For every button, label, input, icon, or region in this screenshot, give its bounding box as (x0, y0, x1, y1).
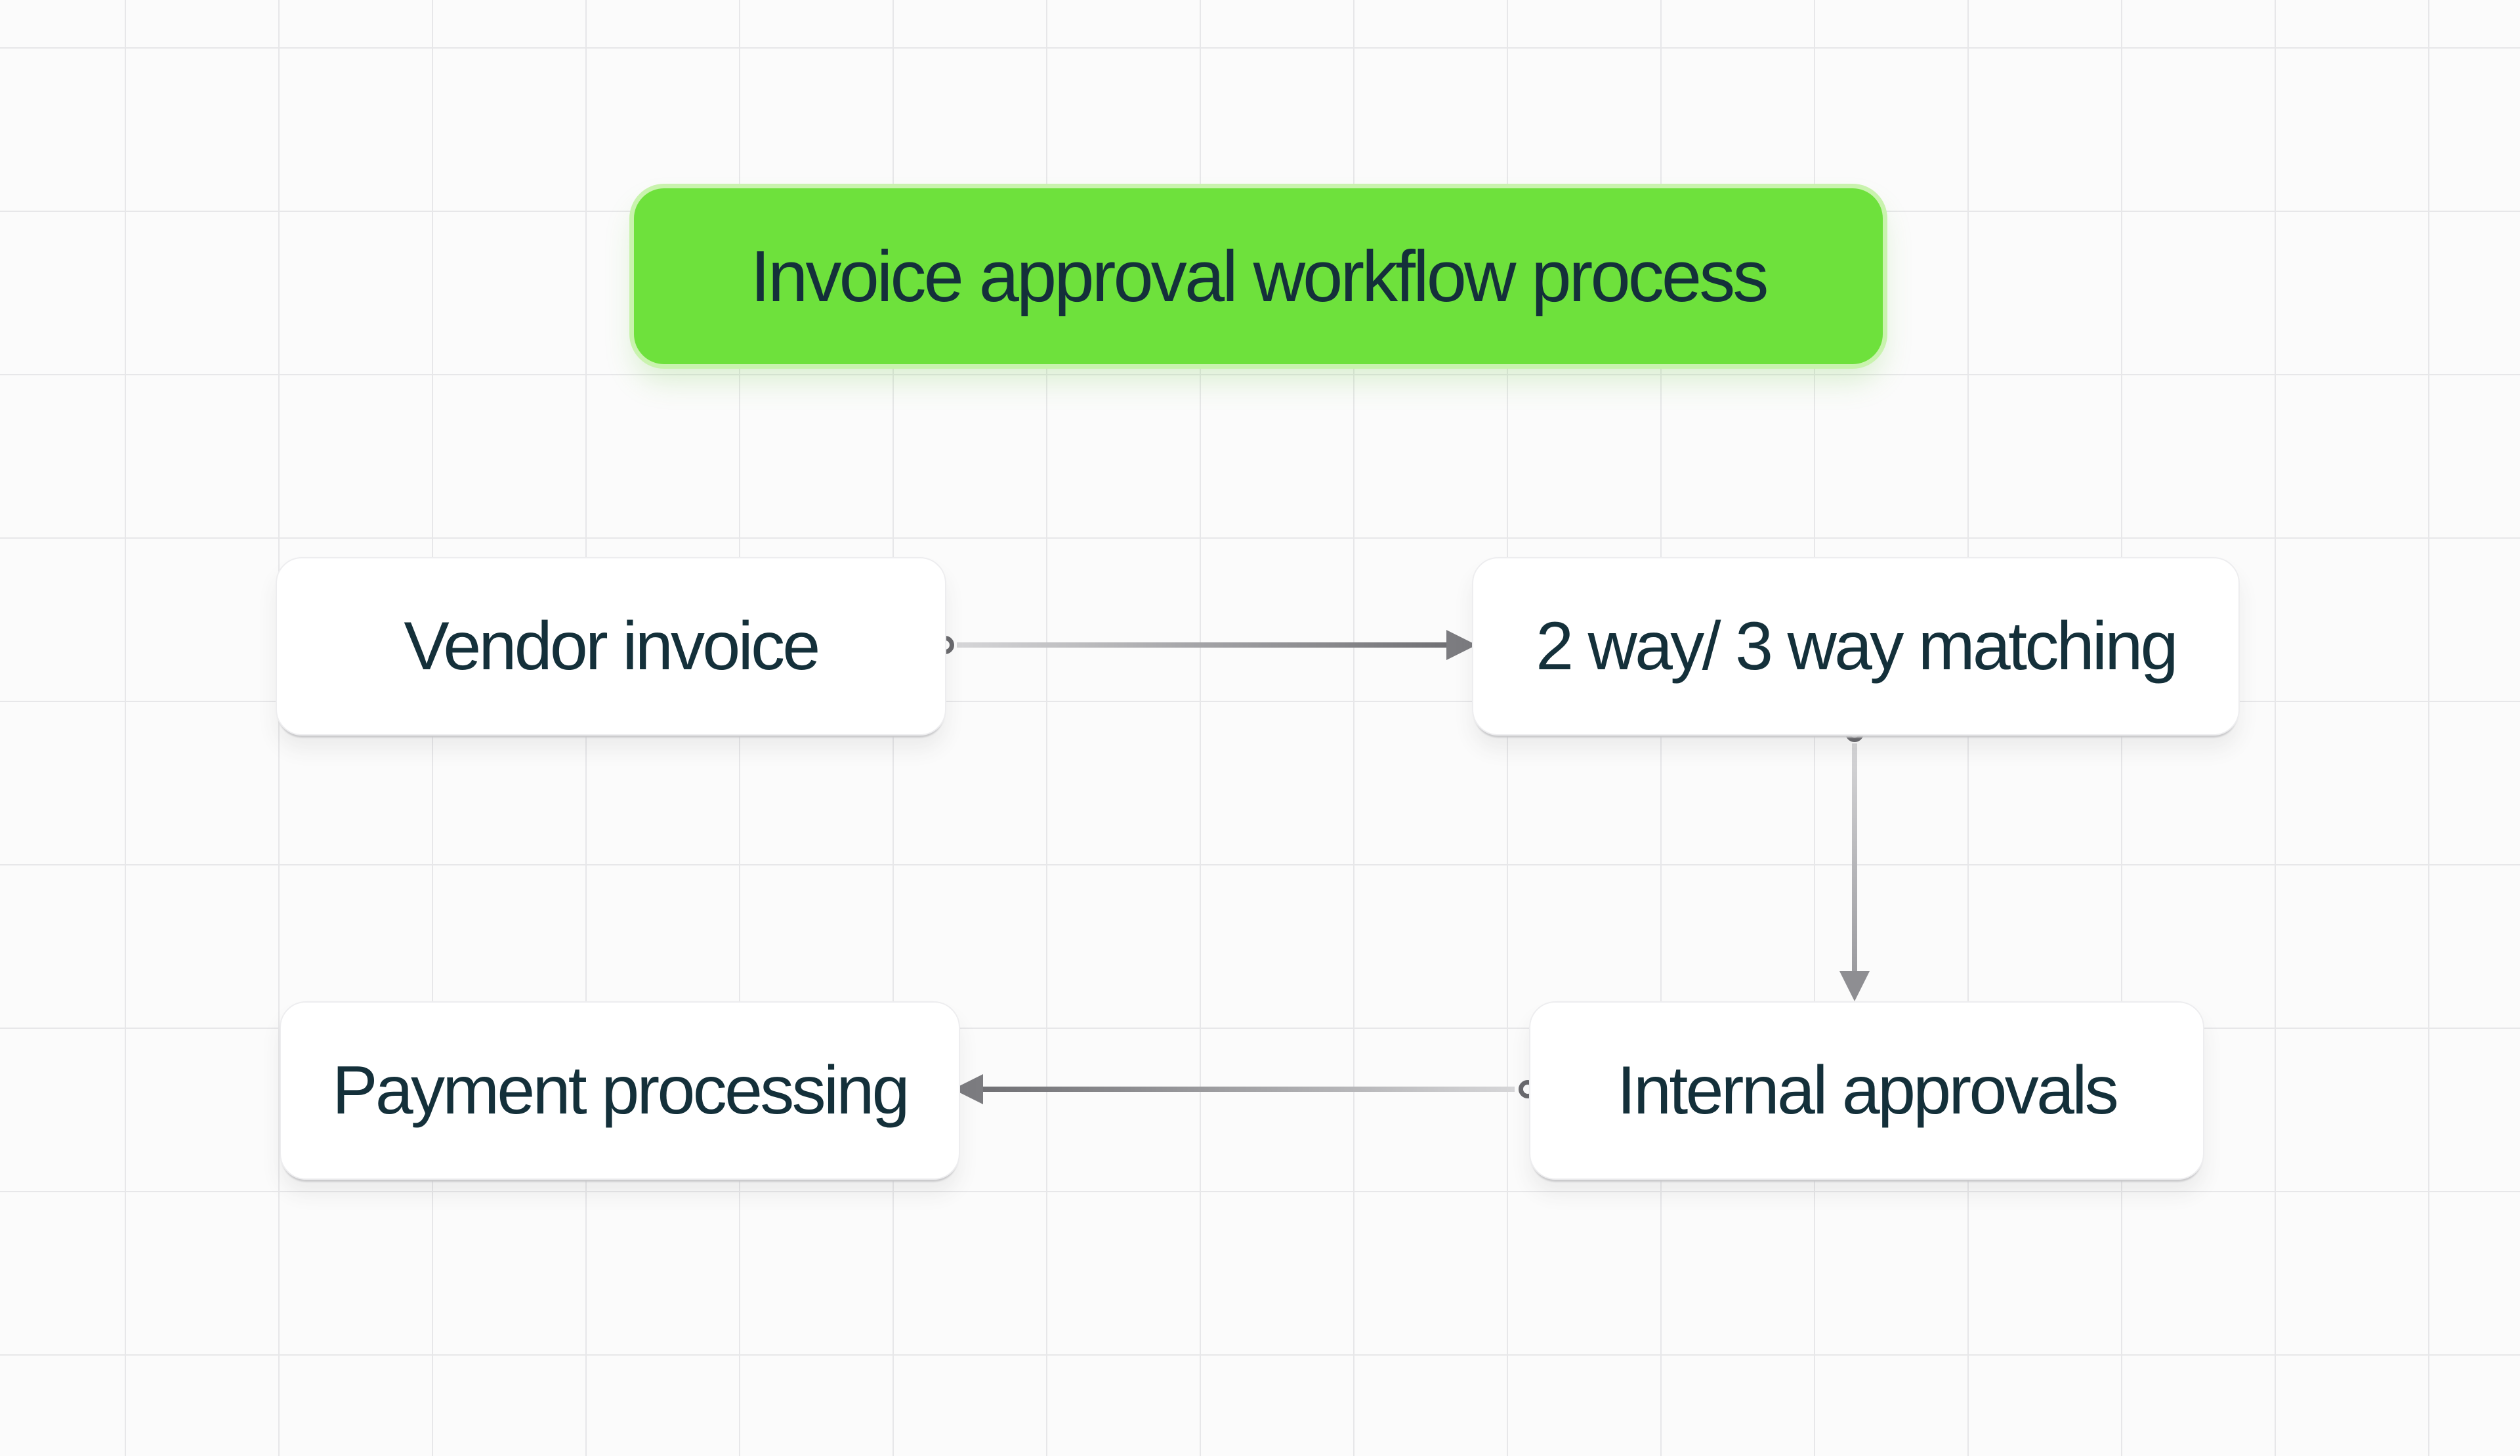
edge-vendor-to-matching[interactable] (936, 630, 1477, 660)
arrowhead-left-icon (953, 1074, 983, 1104)
node-label: 2 way/ 3 way matching (1536, 608, 2178, 684)
edge-matching-to-internal[interactable] (1839, 724, 1870, 1002)
arrowhead-down-icon (1839, 971, 1870, 1001)
node-internal-approvals[interactable]: Internal approvals (1529, 1001, 2204, 1180)
title-node-label: Invoice approval workflow process (750, 236, 1769, 317)
node-label: Payment processing (332, 1052, 910, 1129)
node-vendor-invoice[interactable]: Vendor invoice (276, 557, 946, 736)
edge-internal-to-payment[interactable] (953, 1074, 1537, 1104)
node-payment-processing[interactable]: Payment processing (280, 1001, 960, 1180)
node-label: Vendor invoice (404, 608, 820, 684)
node-label: Internal approvals (1616, 1052, 2119, 1129)
arrowhead-right-icon (1446, 630, 1477, 660)
title-node[interactable]: Invoice approval workflow process (634, 188, 1883, 364)
node-two-way-three-way-matching[interactable]: 2 way/ 3 way matching (1472, 557, 2240, 736)
